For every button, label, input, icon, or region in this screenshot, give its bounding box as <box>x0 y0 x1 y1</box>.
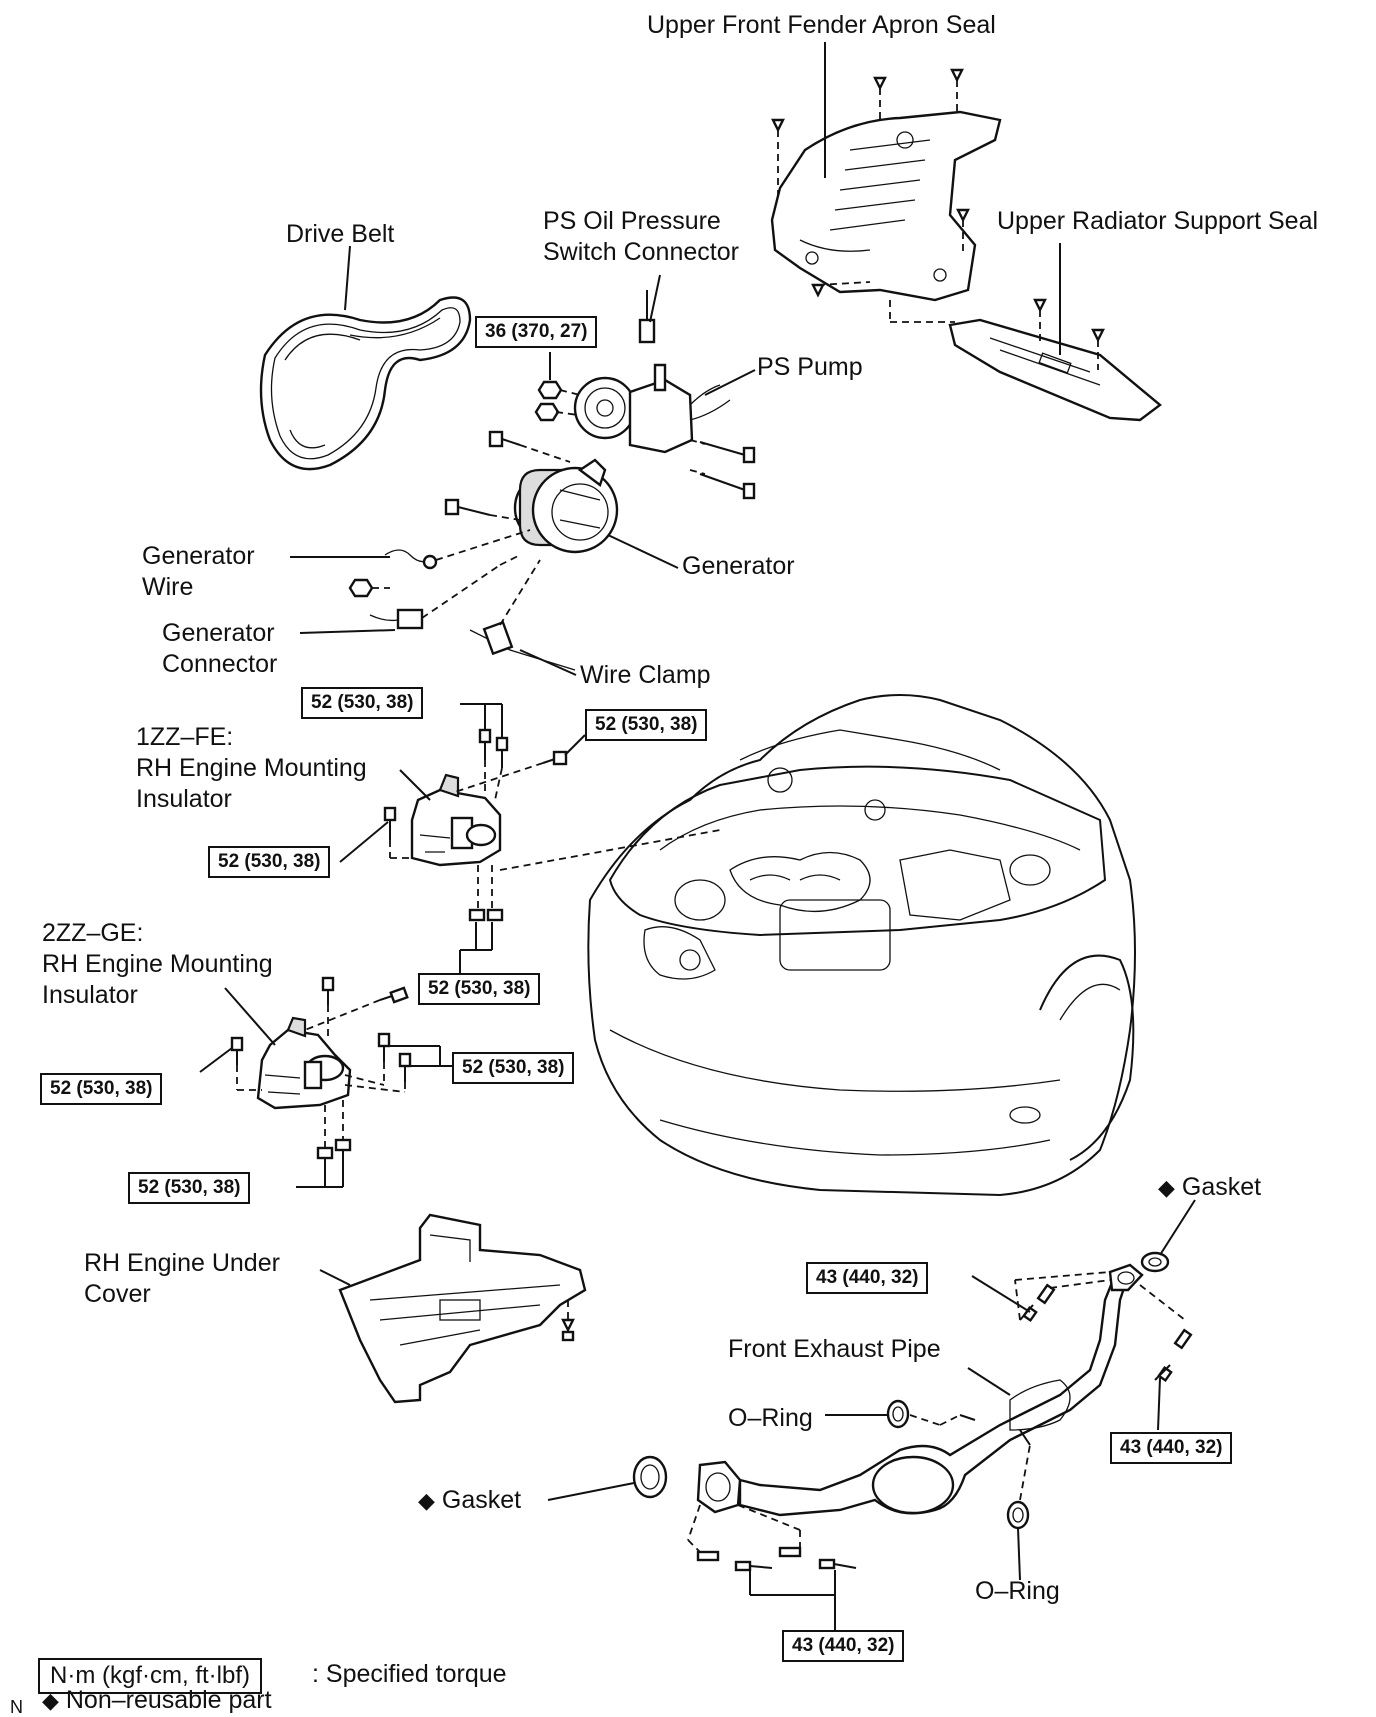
generator-connector <box>369 554 521 630</box>
label-wire-clamp: Wire Clamp <box>580 661 711 689</box>
legend-torque-unit-box: N·m (kgf·cm, ft·lbf) <box>38 1658 262 1694</box>
mount-2zz-bolts <box>230 976 412 1187</box>
label-drive-belt: Drive Belt <box>286 220 395 248</box>
label-generator: Generator <box>682 552 795 580</box>
label-leaders <box>290 42 1196 1581</box>
label-generator-connector: Generator Connector <box>162 619 278 678</box>
torque-box-mount-1zz-left: 52 (530, 38) <box>208 846 331 878</box>
o-ring-right <box>1006 1444 1031 1530</box>
torque-box-mount-1zz-right: 52 (530, 38) <box>585 709 708 741</box>
label-gasket-lower-text: Gasket <box>441 1486 522 1514</box>
legend-non-reusable: ◆ Non–reusable part <box>42 1686 272 1715</box>
non-reusable-diamond-icon: ◆ <box>42 1688 59 1713</box>
label-gasket-upper-text: Gasket <box>1181 1173 1262 1201</box>
torque-box-mount-1zz-top: 52 (530, 38) <box>301 687 424 719</box>
torque-box-ps-pump-nut: 36 (370, 27) <box>475 316 598 348</box>
label-gasket-upper: ◆ Gasket <box>1158 1172 1261 1203</box>
clip-fasteners-top <box>771 68 970 298</box>
o-ring-left <box>886 1399 961 1429</box>
ps-switch-connector <box>638 290 656 344</box>
label-ps-pump: PS Pump <box>757 353 863 381</box>
drive-belt <box>259 296 472 471</box>
legend-non-reusable-text: Non–reusable part <box>65 1686 272 1714</box>
exhaust-bolts <box>687 1271 1193 1572</box>
label-upper-front-fender-apron-seal: Upper Front Fender Apron Seal <box>647 11 996 39</box>
torque-box-mount-2zz-right: 52 (530, 38) <box>452 1052 575 1084</box>
label-rh-engine-mounting-insulator-2zz: 2ZZ–GE: RH Engine Mounting Insulator <box>42 919 273 1009</box>
legend-corner-mark: N <box>10 1697 23 1717</box>
label-front-exhaust-pipe: Front Exhaust Pipe <box>728 1335 941 1363</box>
ps-pump <box>573 363 731 454</box>
exhaust-torque-leaders <box>749 1275 1161 1630</box>
gasket-lower <box>632 1455 668 1499</box>
generator-bolts <box>444 430 571 521</box>
upper-front-fender-apron-seal <box>770 110 1002 302</box>
generator <box>513 458 619 554</box>
non-reusable-diamond-icon: ◆ <box>418 1488 435 1513</box>
ps-pump-bolts <box>689 439 756 500</box>
mount-1zz-bolts <box>383 728 568 950</box>
label-generator-wire: Generator Wire <box>142 542 255 601</box>
rh-engine-under-cover <box>338 1213 587 1404</box>
label-rh-engine-under-cover: RH Engine Under Cover <box>84 1249 280 1308</box>
upper-radiator-support-seal <box>889 298 1162 422</box>
generator-wire <box>348 529 531 598</box>
label-rh-engine-mounting-insulator-1zz: 1ZZ–FE: RH Engine Mounting Insulator <box>136 723 367 813</box>
torque-box-mount-2zz-bottom: 52 (530, 38) <box>128 1172 251 1204</box>
label-o-ring-left: O–Ring <box>728 1404 813 1432</box>
mount-2zz-torque-leaders <box>199 987 452 1188</box>
rh-engine-mount-2zz <box>256 1016 352 1110</box>
legend-specified-torque: : Specified torque <box>312 1660 507 1688</box>
car-body <box>499 694 1136 1197</box>
mount-1zz-torque-leaders <box>339 703 586 987</box>
torque-box-exhaust-bottom: 43 (440, 32) <box>782 1630 905 1662</box>
torque-box-mount-2zz-left: 52 (530, 38) <box>40 1073 163 1105</box>
rh-engine-mount-1zz <box>410 773 502 867</box>
non-reusable-diamond-icon: ◆ <box>1158 1175 1175 1200</box>
label-upper-radiator-support-seal: Upper Radiator Support Seal <box>997 207 1319 235</box>
torque-box-exhaust-right: 43 (440, 32) <box>1110 1432 1233 1464</box>
front-exhaust-pipe <box>696 1263 1144 1517</box>
gasket-upper <box>1140 1251 1170 1273</box>
label-gasket-lower: ◆ Gasket <box>418 1485 521 1516</box>
torque-box-mount-1zz-bottom: 52 (530, 38) <box>418 973 541 1005</box>
label-o-ring-right: O–Ring <box>975 1577 1060 1605</box>
label-ps-oil-pressure-switch-connector: PS Oil Pressure Switch Connector <box>543 207 739 266</box>
torque-box-exhaust-top: 43 (440, 32) <box>806 1262 929 1294</box>
wire-clamp <box>469 559 576 671</box>
ps-pump-nuts <box>534 352 581 422</box>
